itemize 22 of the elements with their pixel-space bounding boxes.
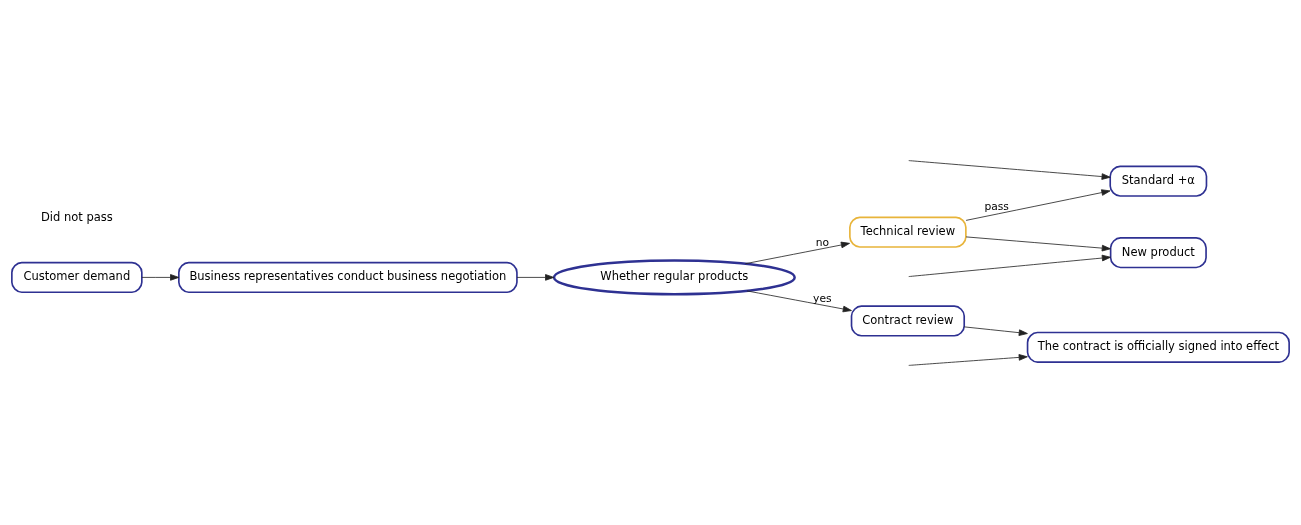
arrow — [744, 241, 850, 264]
label: Did not pass — [40, 209, 113, 224]
node-box: Standard +α — [1109, 165, 1208, 197]
arrow — [141, 273, 180, 281]
node-box: Technical review — [849, 216, 967, 248]
node-box: The contract is officially signed into effect — [1026, 331, 1290, 363]
node-box: Business representatives conduct business negotiation — [178, 261, 518, 293]
arrow — [963, 325, 1028, 336]
edge-label: no — [815, 235, 829, 249]
edge-label: pass — [984, 199, 1009, 213]
arrow — [965, 236, 1111, 251]
arrow — [965, 188, 1111, 221]
node-ellipse: Whether regular products — [552, 258, 796, 295]
node-box: Customer demand — [11, 261, 143, 293]
node-box: Contract review — [850, 304, 966, 337]
arrow — [746, 289, 852, 312]
arrow — [908, 254, 1111, 277]
arrow — [516, 273, 555, 281]
node-box: New product — [1109, 236, 1207, 268]
arrow — [908, 159, 1111, 180]
edge-label: yes — [813, 291, 832, 305]
arrow — [908, 353, 1028, 366]
